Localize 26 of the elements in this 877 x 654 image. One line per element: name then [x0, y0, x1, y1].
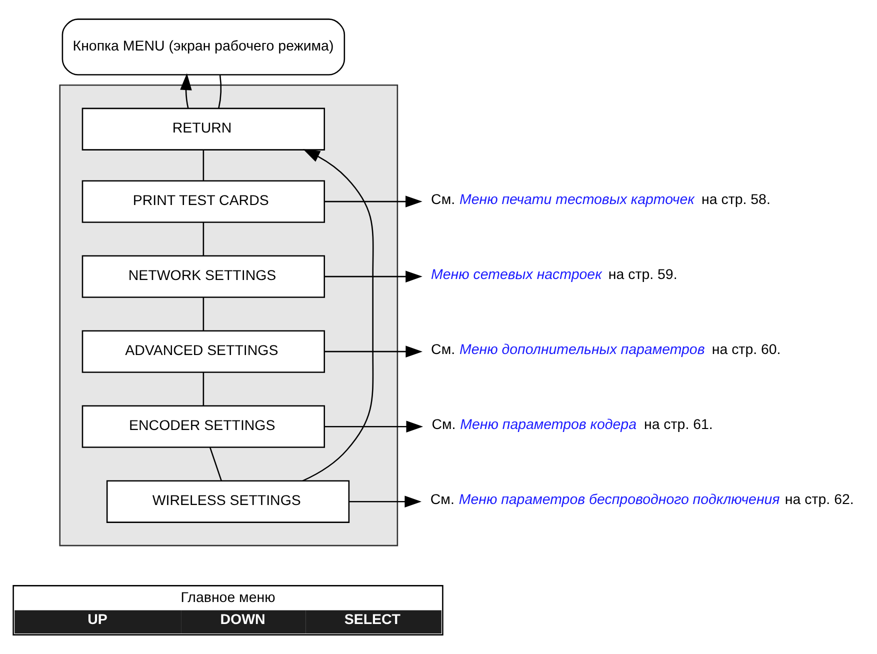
node-box: ENCODER SETTINGS: [82, 405, 325, 448]
arrow: [349, 496, 422, 508]
connector: [202, 222, 204, 256]
node-box: RETURN: [82, 108, 325, 150]
node-text: См. Меню дополнительных параметров на стр. 60.: [431, 342, 781, 358]
arrow: [302, 149, 374, 482]
cluster: [59, 84, 398, 546]
connector: [202, 297, 204, 331]
node-box: Кнопка MENU (экран рабочего режима): [62, 18, 346, 76]
arrow: [324, 420, 424, 432]
node-box: PRINT TEST CARDS: [82, 180, 325, 223]
arrow: [324, 270, 422, 282]
connector: [202, 372, 204, 406]
connector: [218, 75, 222, 108]
node-text: См. Меню параметров кодера на стр. 61.: [432, 416, 713, 433]
node-text: См. Меню печати тестовых карточек на стр. 58.: [431, 192, 770, 208]
node-box: NETWORK SETTINGS: [82, 255, 325, 298]
arrow: [324, 346, 423, 358]
connector: [202, 150, 204, 180]
connector: [209, 447, 222, 482]
arrow: [324, 196, 422, 208]
arrow: [180, 73, 192, 108]
node-box: ADVANCED SETTINGS: [82, 330, 325, 373]
node-text: См. Меню параметров беспроводного подключения на стр. 62.: [430, 492, 854, 508]
node-text: Меню сетевых настроек на стр. 59.: [431, 266, 678, 283]
node-box: WIRELESS SETTINGS: [106, 480, 350, 523]
